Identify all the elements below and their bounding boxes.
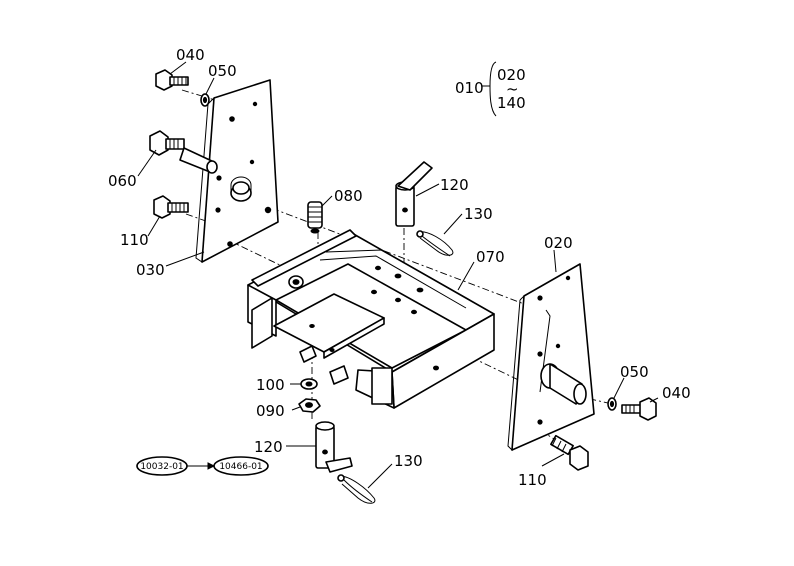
label-020-top: 020 [497,66,526,84]
washer-050-left [200,93,210,107]
bolt-040-left [155,69,189,91]
label-050-right: 050 [620,363,649,381]
clip-130-top [416,230,454,257]
serial-from: 10032-01 [140,462,183,472]
label-110-right: 110 [518,471,547,489]
right-side-plate [507,263,595,452]
part-labels: 010 020 ~ 140 040 050 060 110 030 080 12… [108,46,691,489]
label-120-bottom: 120 [254,438,283,456]
label-140: 140 [497,94,526,112]
bolt-060 [149,130,218,174]
pin-120-bottom [315,421,353,473]
bolt-040-right [621,397,657,421]
label-080: 080 [334,187,363,205]
label-050-left: 050 [208,62,237,80]
label-030: 030 [136,261,165,279]
label-070: 070 [476,248,505,266]
label-020-right: 020 [544,234,573,252]
label-110-left: 110 [120,231,149,249]
serial-range: 10032-01 10466-01 [136,456,269,476]
bolt-110-left [153,195,189,219]
nut-090 [298,398,321,413]
label-tilde: ~ [506,80,519,98]
pin-120-top [395,161,433,227]
pin-080 [307,201,323,234]
washer-100 [300,378,318,390]
bolt-110-right [550,434,589,471]
serial-to: 10466-01 [219,462,262,472]
label-130-bottom: 130 [394,452,423,470]
left-side-plate [195,79,279,263]
label-130-top: 130 [464,205,493,223]
label-090: 090 [256,402,285,420]
label-010: 010 [455,79,484,97]
leader-lines [137,61,659,489]
main-frame [247,229,495,409]
label-100: 100 [256,376,285,394]
clip-130-bottom [337,474,376,504]
washer-050-right [607,397,617,411]
label-120-top: 120 [440,176,469,194]
label-040-right: 040 [662,384,691,402]
label-060: 060 [108,172,137,190]
label-040-left: 040 [176,46,205,64]
